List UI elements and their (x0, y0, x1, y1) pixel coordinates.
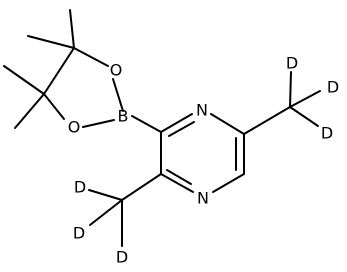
atom-deuterium-left-top: D (74, 178, 86, 197)
atom-oxygen-lower: O (68, 118, 81, 137)
atom-labels: B O O N N D D D D D D (68, 54, 339, 267)
bonds (3, 9, 321, 247)
atom-boron: B (118, 107, 129, 126)
atom-deuterium-right-bottom: D (321, 124, 333, 143)
bond-methyl-3 (3, 65, 45, 95)
atom-nitrogen-upper: N (196, 101, 208, 120)
bond-c5-n4 (212, 173, 245, 193)
atom-deuterium-right-top: D (286, 54, 298, 73)
atom-deuterium-left-bottom: D (116, 248, 128, 267)
atom-deuterium-left-mid: D (73, 224, 85, 243)
bond-methyl-4 (14, 93, 45, 129)
bond-b-pyrazine (131, 115, 162, 133)
bond-n4-c3-double (166, 169, 192, 185)
bond-o-upper-c (73, 47, 109, 67)
bond-cd3-d-mid (289, 90, 321, 108)
atom-oxygen-upper: O (110, 61, 123, 80)
bond-c2-n1-double (168, 121, 195, 137)
atom-deuterium-right-mid: D (327, 78, 339, 97)
bond-c-o-lower (43, 93, 65, 120)
bond-cd3-d-left-mid (89, 199, 123, 226)
bond-c3-cd3 (121, 173, 162, 201)
bond-methyl-2 (27, 35, 75, 49)
bond-n4-c3 (160, 173, 194, 193)
bond-n1-c6 (210, 113, 245, 135)
bond-o-lower-b (82, 119, 115, 128)
bond-cd3-d-top (289, 71, 292, 108)
atom-nitrogen-lower: N (197, 189, 209, 208)
bond-methyl-1 (69, 9, 75, 49)
bond-cd3-d-bottom (289, 106, 319, 127)
bond-cd3-d-left-top (88, 189, 123, 201)
bond-c2-n1 (160, 113, 193, 133)
bond-c-c-ring (43, 47, 75, 95)
bond-b-o-upper (112, 78, 124, 112)
bond-c6-cd3 (243, 106, 291, 135)
